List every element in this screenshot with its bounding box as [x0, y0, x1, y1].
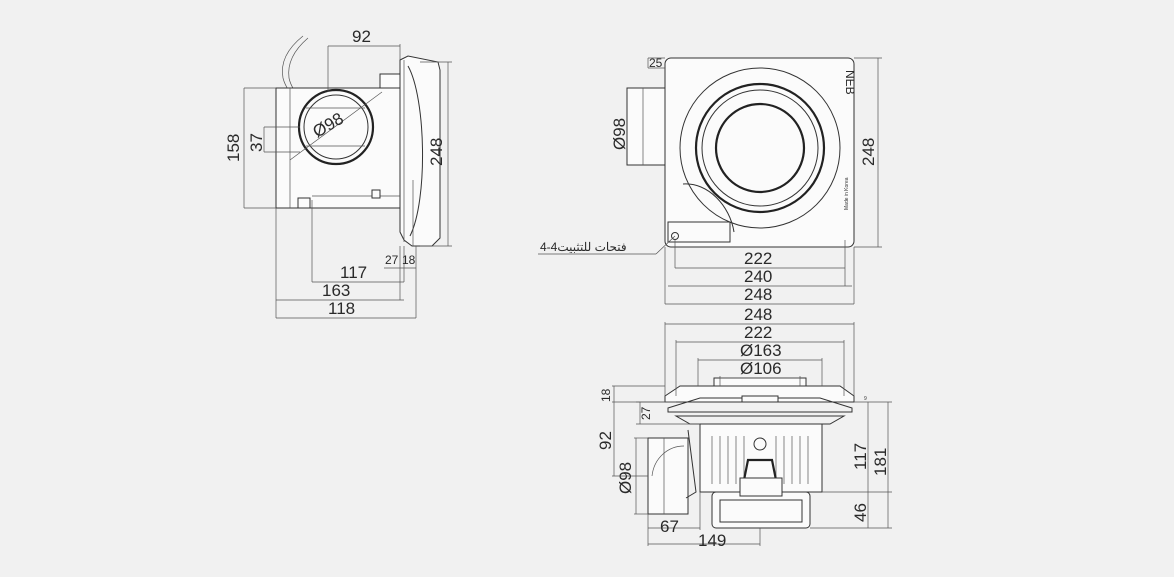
front-dim-dia98: Ø98 — [610, 118, 629, 150]
front-panel — [664, 57, 855, 248]
bottom-dim-dia106: Ø106 — [740, 359, 782, 378]
bottom-dim-18: 18 — [599, 388, 613, 402]
side-grille-curve — [407, 65, 423, 237]
made-in-tag: Made in Korea — [844, 177, 850, 210]
side-body — [275, 87, 401, 209]
bottom-dim-27: 27 — [639, 406, 653, 420]
front-dim-248-h: 248 — [744, 285, 772, 304]
side-grille-plate — [399, 55, 441, 247]
front-duct — [626, 87, 666, 166]
brand-logo: NEB — [843, 70, 857, 95]
side-dim-117: 117 — [340, 263, 367, 282]
bottom-dim-67: 67 — [660, 517, 679, 536]
bottom-dim-9: 9 — [864, 396, 867, 402]
front-dim-25: 25 — [649, 56, 663, 70]
side-dim-158: 158 — [224, 134, 243, 162]
side-dim-18: 18 — [402, 253, 416, 267]
side-dim-163: 163 — [322, 281, 350, 300]
bottom-view: 248 222 Ø163 Ø106 18 27 92 Ø98 117 181 4… — [596, 305, 892, 550]
bottom-motor-base — [711, 491, 811, 529]
side-dim-27: 27 — [385, 253, 399, 267]
bottom-dim-222: 222 — [744, 323, 772, 342]
front-mid-ring-2 — [701, 89, 819, 207]
front-outer-ring — [679, 67, 841, 229]
bottom-dim-92: 92 — [596, 431, 615, 450]
side-duct-inner — [303, 94, 369, 160]
side-dim-37: 37 — [247, 133, 266, 152]
front-dim-248-v: 248 — [859, 138, 878, 166]
side-view: 92 Ø98 248 158 37 117 163 118 27 18 — [224, 27, 452, 319]
front-dim-222: 222 — [744, 249, 772, 268]
bottom-dim-117: 117 — [851, 443, 870, 470]
side-dim-92: 92 — [352, 27, 371, 46]
front-dim-240: 240 — [744, 267, 772, 286]
bottom-dim-dia98: Ø98 — [616, 462, 635, 494]
side-dim-118: 118 — [328, 299, 355, 318]
front-center-circle — [714, 102, 806, 194]
bottom-dim-149: 149 — [698, 531, 726, 550]
bottom-dim-181: 181 — [871, 448, 890, 476]
side-dim-248: 248 — [427, 138, 446, 166]
bottom-dim-248: 248 — [744, 305, 772, 324]
front-mid-ring — [694, 82, 826, 214]
front-view: NEB Made in Korea 25 Ø98 248 222 240 248… — [538, 56, 882, 305]
bottom-dim-46: 46 — [851, 503, 870, 522]
bottom-duct — [647, 437, 689, 515]
bottom-dim-dia163: Ø163 — [740, 341, 782, 360]
mounting-hole-icon — [671, 232, 679, 240]
mounting-hole-callout: 4-4فتحات للتثبيت — [540, 240, 627, 254]
